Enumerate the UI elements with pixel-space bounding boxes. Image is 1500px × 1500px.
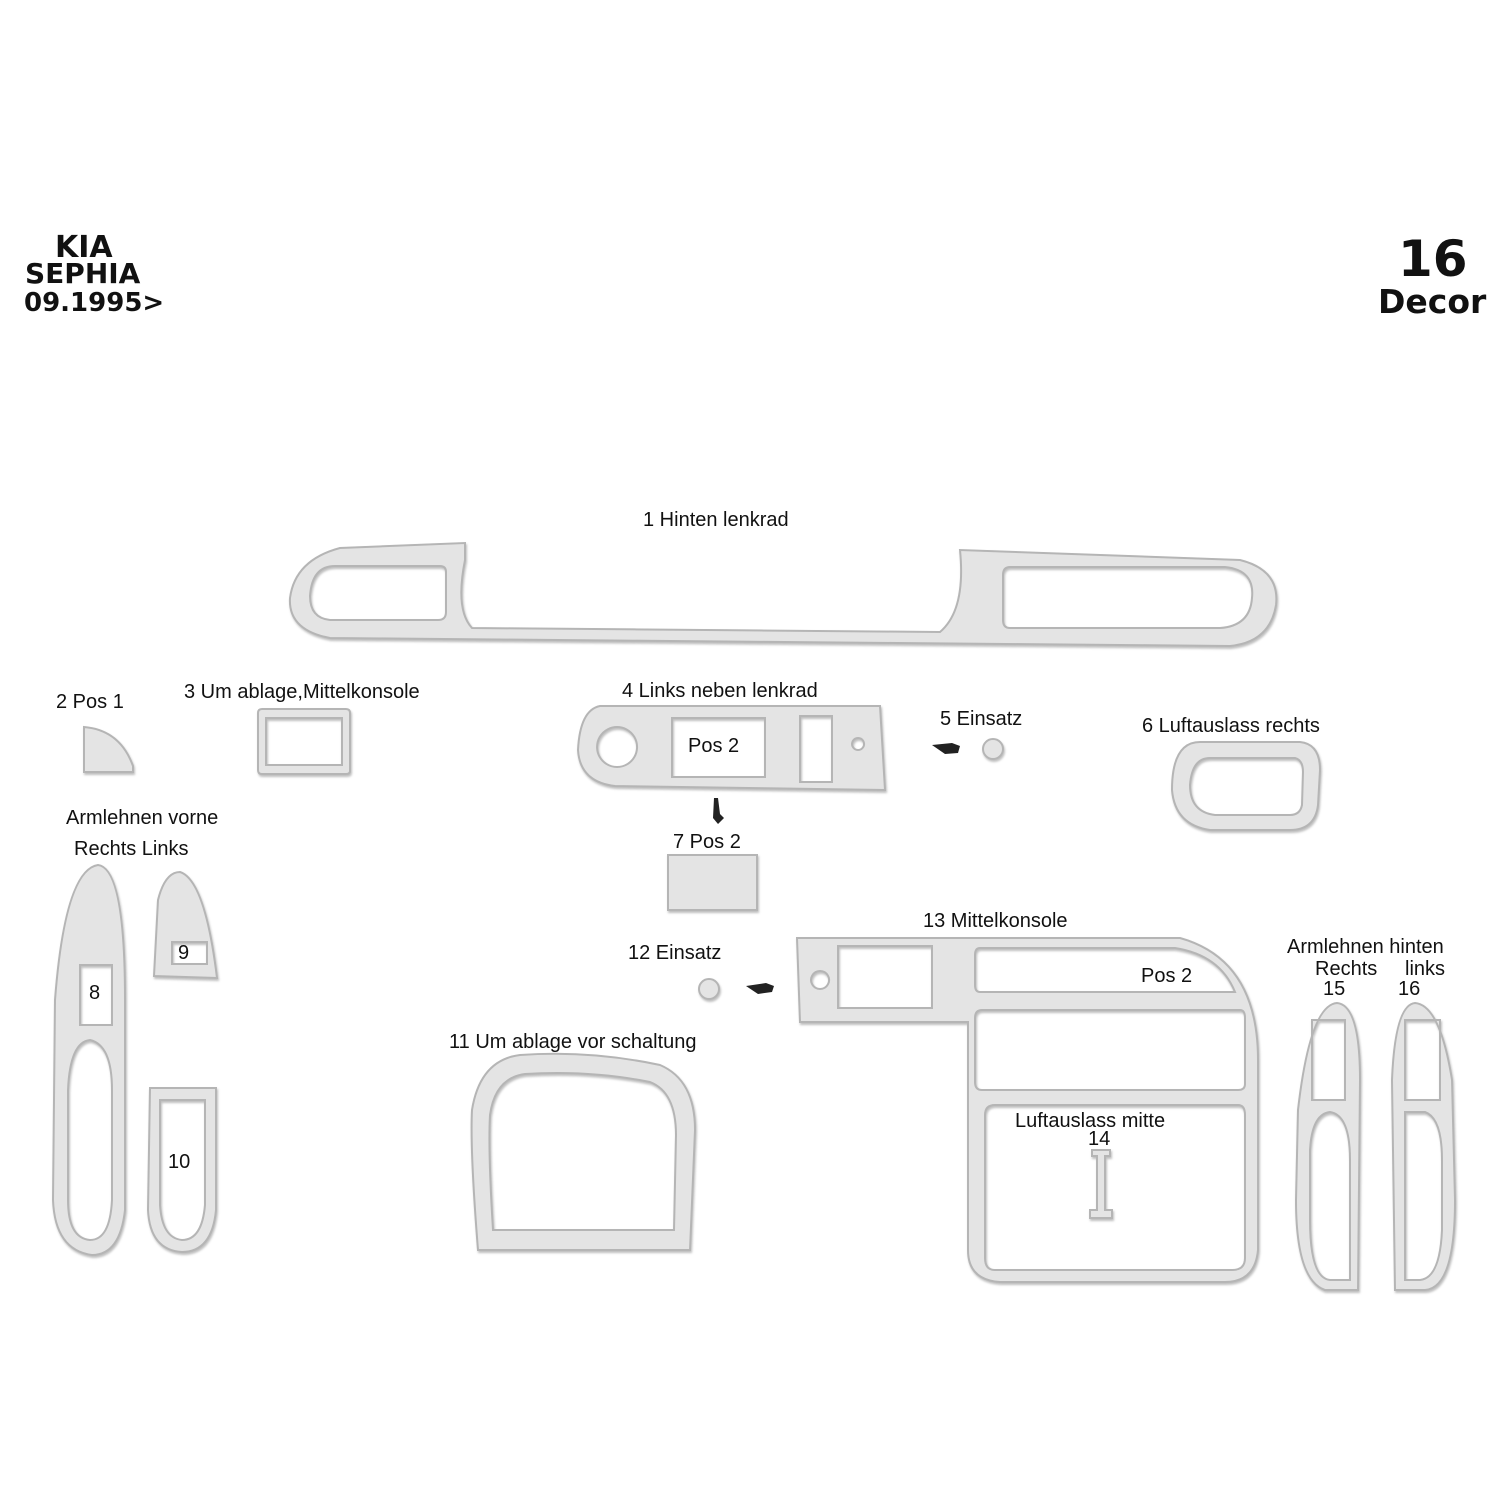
label-part-11: 11 Um ablage vor schaltung	[449, 1031, 697, 1053]
label-part-16: 16	[1398, 978, 1421, 1000]
label-part-4: 4 Links neben lenkrad	[622, 680, 818, 702]
part-2-pos1	[83, 725, 134, 773]
label-rear-left: links	[1405, 958, 1446, 980]
part-4-links-neben-lenkrad	[576, 705, 887, 792]
label-front-right-left: Rechts Links	[74, 838, 189, 860]
part-5-einsatz	[982, 738, 1004, 760]
part-1-hinten-lenkrad	[288, 541, 1278, 648]
part-15-armlehne-hinten-rechts	[1294, 1001, 1362, 1291]
part-12-einsatz	[698, 978, 720, 1000]
label-part-5: 5 Einsatz	[940, 708, 1023, 730]
label-part-14-title: Luftauslass mitte	[1015, 1110, 1166, 1132]
label-part-10: 10	[168, 1151, 191, 1173]
label-part-4-pos: Pos 2	[688, 735, 740, 757]
part-11-um-ablage-vor-schaltung	[470, 1052, 697, 1251]
part-10	[146, 1087, 217, 1254]
make-label: KIA	[55, 230, 113, 265]
piece-count: 16	[1398, 230, 1468, 288]
part-7-pos2	[667, 854, 758, 911]
part-8-armlehne-vorne-rechts	[51, 863, 126, 1257]
label-front-armrest: Armlehnen vorne	[66, 807, 219, 829]
part-9-armlehne-vorne-links	[152, 870, 219, 980]
label-part-13-pos: Pos 2	[1141, 965, 1193, 987]
label-part-8: 8	[89, 982, 101, 1004]
pointer-hand-icon	[932, 743, 960, 754]
label-part-3: 3 Um ablage,Mittelkonsole	[184, 681, 420, 703]
label-part-2: 2 Pos 1	[56, 691, 124, 713]
label-part-13: 13 Mittelkonsole	[923, 910, 1068, 932]
pointer-hand-icon	[746, 983, 774, 994]
label-part-15: 15	[1323, 978, 1346, 1000]
label-part-9: 9	[178, 942, 190, 964]
part-6-luftauslass-rechts	[1170, 741, 1322, 831]
label-part-1: 1 Hinten lenkrad	[643, 509, 789, 531]
date-label: 09.1995>	[24, 288, 165, 318]
label-part-6: 6 Luftauslass rechts	[1142, 715, 1320, 737]
model-label: SEPHIA	[25, 257, 141, 290]
label-part-14: 14	[1088, 1128, 1111, 1150]
part-14-luftauslass-mitte	[1089, 1149, 1113, 1219]
label-rear-right: Rechts	[1315, 958, 1378, 980]
label-part-12: 12 Einsatz	[628, 942, 722, 964]
part-13-mittelkonsole	[795, 937, 1259, 1283]
part-16-armlehne-hinten-links	[1390, 1001, 1457, 1291]
pointer-hand-icon	[713, 798, 724, 824]
part-3-frame	[257, 708, 351, 775]
type-label: Decor	[1378, 282, 1487, 321]
label-rear-armrest: Armlehnen hinten	[1287, 936, 1444, 958]
label-part-7: 7 Pos 2	[673, 831, 741, 853]
